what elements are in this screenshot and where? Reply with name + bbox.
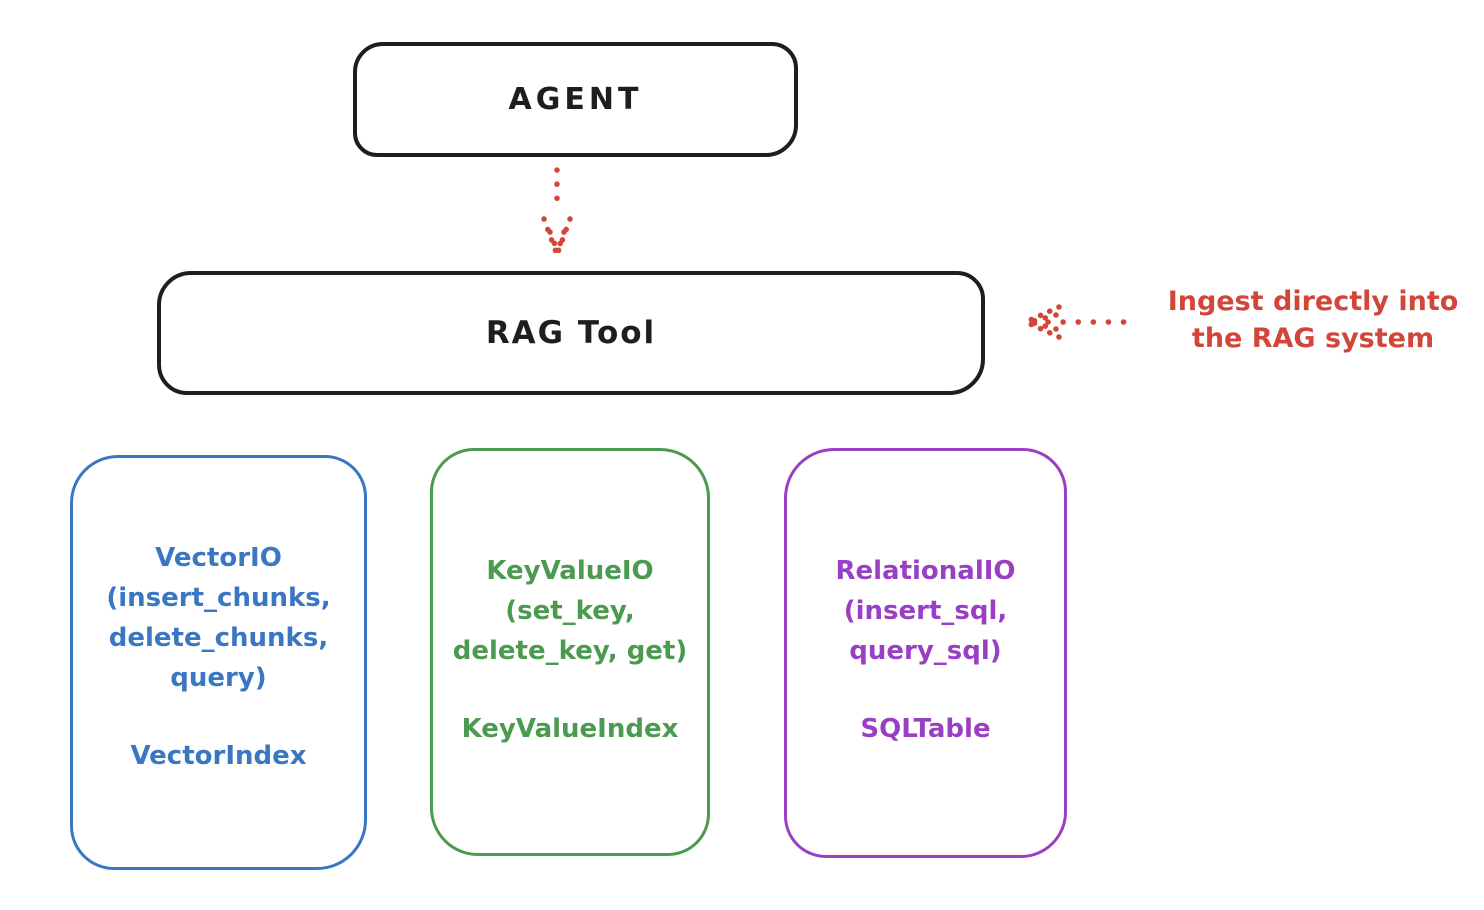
ingest-annotation-line-1: Ingest directly into [1167, 286, 1459, 317]
spacer [433, 671, 707, 709]
ingest-dotted-arrow [1025, 304, 1136, 340]
spacer [73, 698, 364, 736]
relational-io-line: query_sql) [849, 636, 1002, 666]
relational-io-line: (insert_sql, [843, 596, 1008, 626]
vector-io-line: query) [170, 663, 267, 693]
ingest-annotation-line-2: the RAG system [1191, 323, 1435, 354]
rag-tool-label: RAG Tool [485, 315, 657, 351]
keyvalue-io-box: KeyValueIO (set_key, delete_key, get) Ke… [430, 448, 710, 856]
rag-tool-box: RAG Tool [157, 271, 985, 395]
sql-table-label: SQLTable [860, 714, 991, 744]
keyvalue-io-line: (set_key, [505, 596, 635, 626]
keyvalue-io-line: delete_key, get) [452, 636, 688, 666]
vector-io-box: VectorIO (insert_chunks, delete_chunks, … [70, 455, 367, 870]
agent-label: AGENT [508, 82, 643, 117]
vector-io-line: VectorIO [155, 543, 282, 573]
vector-io-line: (insert_chunks, [106, 583, 331, 613]
ingest-annotation: Ingest directly into the RAG system [1138, 283, 1484, 357]
relational-io-box: RelationalIO (insert_sql, query_sql) SQL… [784, 448, 1067, 858]
keyvalue-index-label: KeyValueIndex [461, 714, 679, 744]
relational-io-line: RelationalIO [835, 556, 1016, 586]
vector-io-line: delete_chunks, [108, 623, 329, 653]
keyvalue-io-line: KeyValueIO [486, 556, 654, 586]
agent-box: AGENT [353, 42, 798, 157]
vector-index-label: VectorIndex [130, 741, 307, 771]
agent-to-ragtool-dotted-arrow [541, 167, 573, 255]
spacer [787, 671, 1064, 709]
